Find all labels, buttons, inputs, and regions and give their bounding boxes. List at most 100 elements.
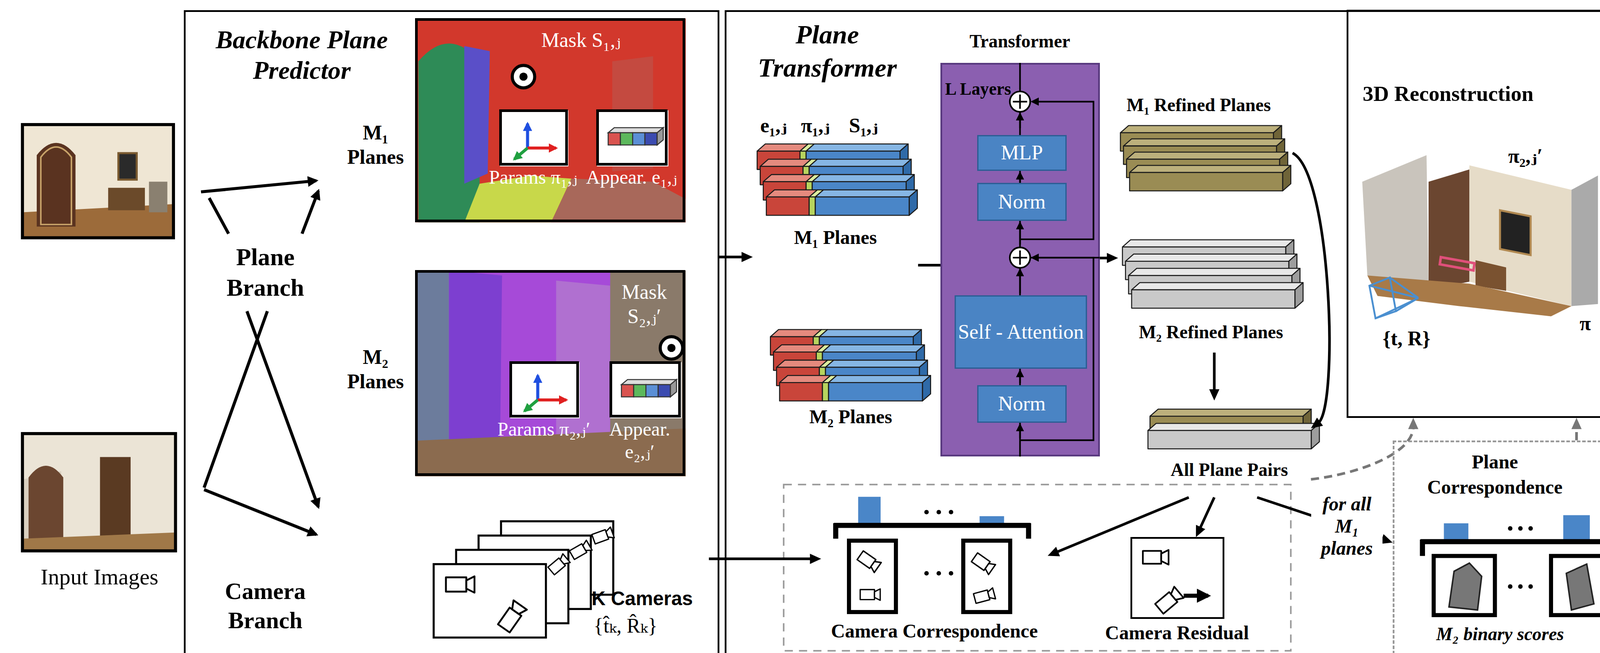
camera-correspondence-figure bbox=[979, 516, 1004, 524]
plane-params-icon bbox=[510, 362, 682, 419]
plane-stack: All Plane Pairs bbox=[1147, 400, 1312, 498]
plane-mask-image bbox=[415, 18, 686, 223]
residual-wiring bbox=[1012, 94, 1027, 109]
camera-correspondence-figure bbox=[948, 571, 954, 576]
plane-params-icon bbox=[500, 110, 669, 167]
camera-residual-figure bbox=[1142, 550, 1208, 615]
plane-stack: M₁ Planes bbox=[752, 113, 918, 276]
reconstruction-render bbox=[1499, 210, 1531, 256]
node-text: Norm bbox=[978, 184, 1066, 220]
camera-cards bbox=[497, 600, 527, 634]
residual-wiring bbox=[1029, 256, 1100, 259]
connector bbox=[1099, 252, 1119, 264]
camera-residual-figure bbox=[1142, 550, 1169, 565]
input-photo bbox=[28, 466, 64, 547]
connector bbox=[1310, 418, 1418, 480]
camera-correspondence-figure bbox=[948, 510, 954, 515]
connector bbox=[1047, 497, 1189, 557]
transformer-block: TransformerL LayersMLPNormSelf - Attenti… bbox=[940, 62, 1100, 457]
connector-line bbox=[1199, 497, 1215, 530]
arrowhead bbox=[1408, 418, 1419, 430]
node-text: Backbone Plane Predictor bbox=[189, 24, 415, 86]
output-label: M₂ Planes bbox=[336, 345, 415, 395]
branch-arrows bbox=[204, 489, 317, 535]
plane-params-icon bbox=[597, 110, 669, 167]
icon-box: Params π₁,ⱼ bbox=[499, 109, 568, 166]
reconstruction-render bbox=[1428, 169, 1470, 291]
node-text: Plane Transformer bbox=[736, 18, 919, 85]
reconstruction-render bbox=[1369, 277, 1419, 319]
camera-residual-figure bbox=[1183, 594, 1208, 599]
node-text: L Layers bbox=[944, 78, 1012, 99]
layer-box: Self - Attention bbox=[954, 295, 1088, 369]
plane-correspondence-figure bbox=[1420, 515, 1600, 616]
camera-correspondence-figure bbox=[936, 571, 941, 576]
residual-wiring bbox=[1019, 424, 1022, 439]
connector-line bbox=[1292, 153, 1330, 424]
plane-correspondence-figure bbox=[1448, 563, 1482, 611]
branch-label: Plane Branch bbox=[204, 241, 327, 303]
symbol-label: π₂,ⱼ′ bbox=[1508, 144, 1560, 169]
input-photo bbox=[40, 147, 72, 225]
layer-box: Norm bbox=[977, 385, 1068, 424]
plane-params-icon bbox=[510, 362, 580, 419]
panel: 3D Reconstruction bbox=[1346, 9, 1600, 418]
node-text: Appear. e₂,ⱼ′ bbox=[598, 418, 682, 463]
plane-stack bbox=[779, 375, 931, 402]
plane-stack bbox=[766, 190, 918, 216]
plane-params-icon bbox=[608, 127, 664, 145]
arrowhead bbox=[809, 554, 821, 565]
arrowhead bbox=[1196, 525, 1206, 538]
plane-mask-image bbox=[415, 18, 686, 223]
input-photo bbox=[100, 457, 131, 544]
layer-box: Norm bbox=[977, 182, 1068, 221]
branch-arrows bbox=[209, 198, 229, 234]
camera-stack: K Cameras{t̂ₖ, R̂ₖ} bbox=[428, 515, 709, 648]
image-box: Mask S₂,ⱼ′Params π₂,ⱼ′Appear. e₂,ⱼ′ bbox=[415, 270, 686, 477]
plane-correspondence-figure bbox=[1518, 526, 1523, 532]
plane-correspondence-figure bbox=[1566, 564, 1594, 611]
plane-mask-image bbox=[415, 270, 686, 477]
node-text: Norm bbox=[978, 386, 1066, 422]
plane-mask-image bbox=[519, 72, 528, 81]
plane-params-icon bbox=[500, 110, 569, 167]
node-text: Params π₂,ⱼ′ bbox=[486, 418, 602, 441]
panel: Backbone Plane Predictor Mask S₁,ⱼParams … bbox=[183, 10, 720, 653]
input-photo bbox=[22, 433, 176, 552]
camera-correspondence-figure bbox=[860, 589, 881, 601]
node-text: Self - Attention bbox=[955, 296, 1086, 368]
reconstruction-render bbox=[1369, 277, 1396, 319]
camera-cards bbox=[446, 576, 475, 594]
plane-stack bbox=[1131, 282, 1304, 309]
camera-correspondence-figure bbox=[858, 497, 881, 524]
plane-stack bbox=[1148, 423, 1320, 450]
node-text: Mask S₁,ⱼ bbox=[539, 27, 622, 53]
plane-correspondence-figure bbox=[1507, 584, 1513, 590]
plane-mask-image bbox=[464, 46, 490, 184]
residual-wiring bbox=[1019, 222, 1022, 245]
plane-mask-image bbox=[449, 270, 503, 455]
node-text: Transformer bbox=[940, 31, 1100, 53]
input-photo bbox=[22, 124, 174, 238]
reconstruction-render bbox=[1571, 175, 1599, 307]
plane-correspondence-figure bbox=[1518, 584, 1523, 590]
camera-cards bbox=[547, 554, 571, 576]
node-text: M₂ Planes bbox=[768, 405, 933, 428]
camera-correspondence-figure bbox=[849, 540, 897, 613]
camera-correspondence-figure bbox=[856, 550, 882, 573]
residual-wiring bbox=[1019, 172, 1022, 183]
node-text: M₁ Planes bbox=[754, 226, 917, 249]
plane-stack bbox=[1129, 165, 1291, 192]
symbol-label: S₁,ⱼ bbox=[849, 114, 896, 138]
symbol-label: π₁,ⱼ bbox=[800, 114, 842, 138]
node-text: M₂ binary scores bbox=[1436, 624, 1595, 646]
camera-correspondence-figure bbox=[936, 510, 941, 515]
connector-line bbox=[719, 256, 744, 259]
input-photo bbox=[36, 143, 76, 227]
node-text: Appear. e₁,ⱼ bbox=[583, 166, 680, 189]
camera-correspondence-figure bbox=[924, 571, 929, 576]
plane-mask-image bbox=[660, 337, 683, 360]
node-text: K Cameras bbox=[591, 587, 707, 611]
symbol-label: π bbox=[1579, 312, 1597, 336]
output-label: M₁ Planes bbox=[336, 120, 415, 170]
